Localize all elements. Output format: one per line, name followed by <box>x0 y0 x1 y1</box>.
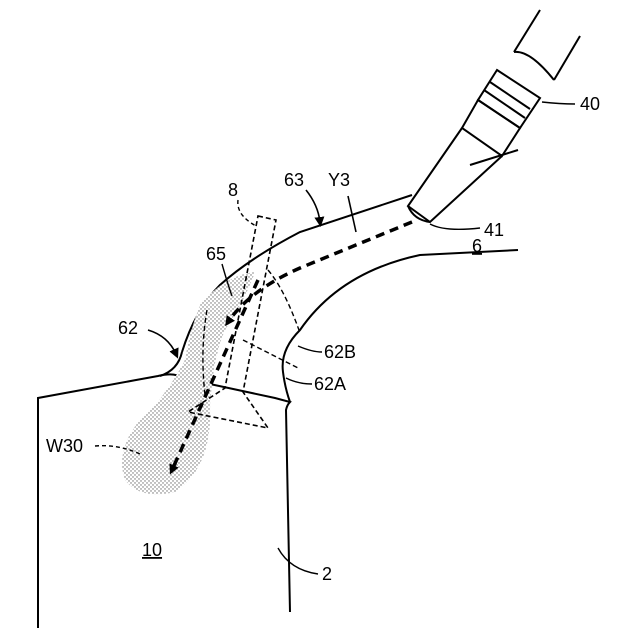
leader-62a <box>286 378 312 384</box>
label-65: 65 <box>206 244 226 264</box>
leader-40 <box>542 102 575 104</box>
label-40: 40 <box>580 94 600 114</box>
label-8: 8 <box>228 180 238 200</box>
label-6: 6 <box>472 236 482 256</box>
valve-seat-line-b <box>268 270 300 333</box>
label-10: 10 <box>142 540 162 560</box>
label-y3: Y3 <box>328 170 350 190</box>
leader-2 <box>278 548 318 574</box>
label-2: 2 <box>322 564 332 584</box>
leader-41 <box>430 224 480 229</box>
leader-63-arrow <box>306 190 320 222</box>
label-62: 62 <box>118 318 138 338</box>
spray-wall-film-region <box>122 272 255 494</box>
label-62b: 62B <box>324 342 356 362</box>
leader-62b <box>298 346 322 352</box>
label-63: 63 <box>284 170 304 190</box>
leader-8 <box>238 200 256 226</box>
label-w30: W30 <box>46 436 83 456</box>
injector-body <box>408 10 580 222</box>
label-62a: 62A <box>314 374 346 394</box>
label-41: 41 <box>484 220 504 240</box>
leader-62-arrow <box>148 330 176 354</box>
